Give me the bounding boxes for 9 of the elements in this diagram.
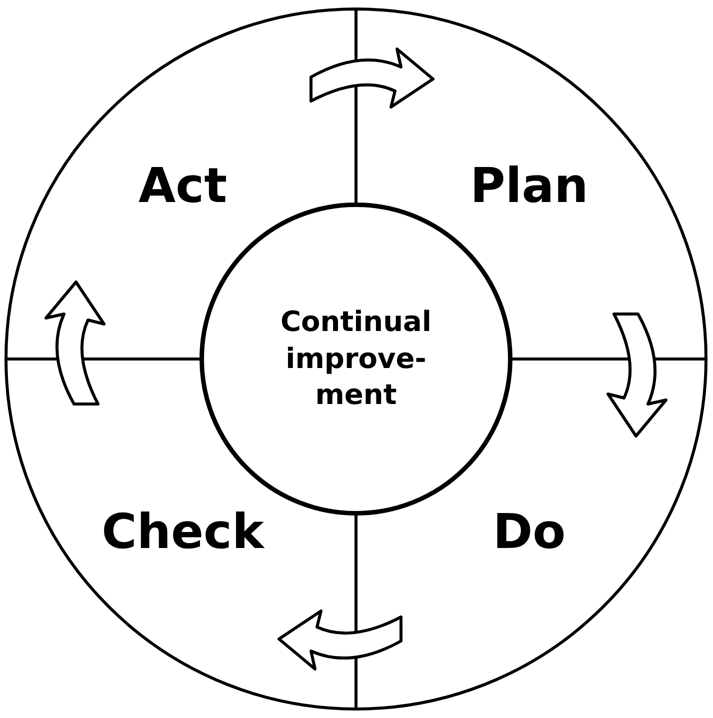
curved-arrow	[278, 610, 402, 670]
curved-arrow	[44, 280, 106, 406]
phase-label: Act	[138, 158, 228, 214]
curved-arrow	[310, 48, 434, 108]
phase-label: Do	[492, 504, 566, 560]
curved-arrow	[606, 312, 668, 438]
phase-label: Plan	[470, 158, 588, 214]
phase-label: Check	[102, 504, 264, 560]
center-label: Continual improve- ment	[279, 304, 433, 414]
